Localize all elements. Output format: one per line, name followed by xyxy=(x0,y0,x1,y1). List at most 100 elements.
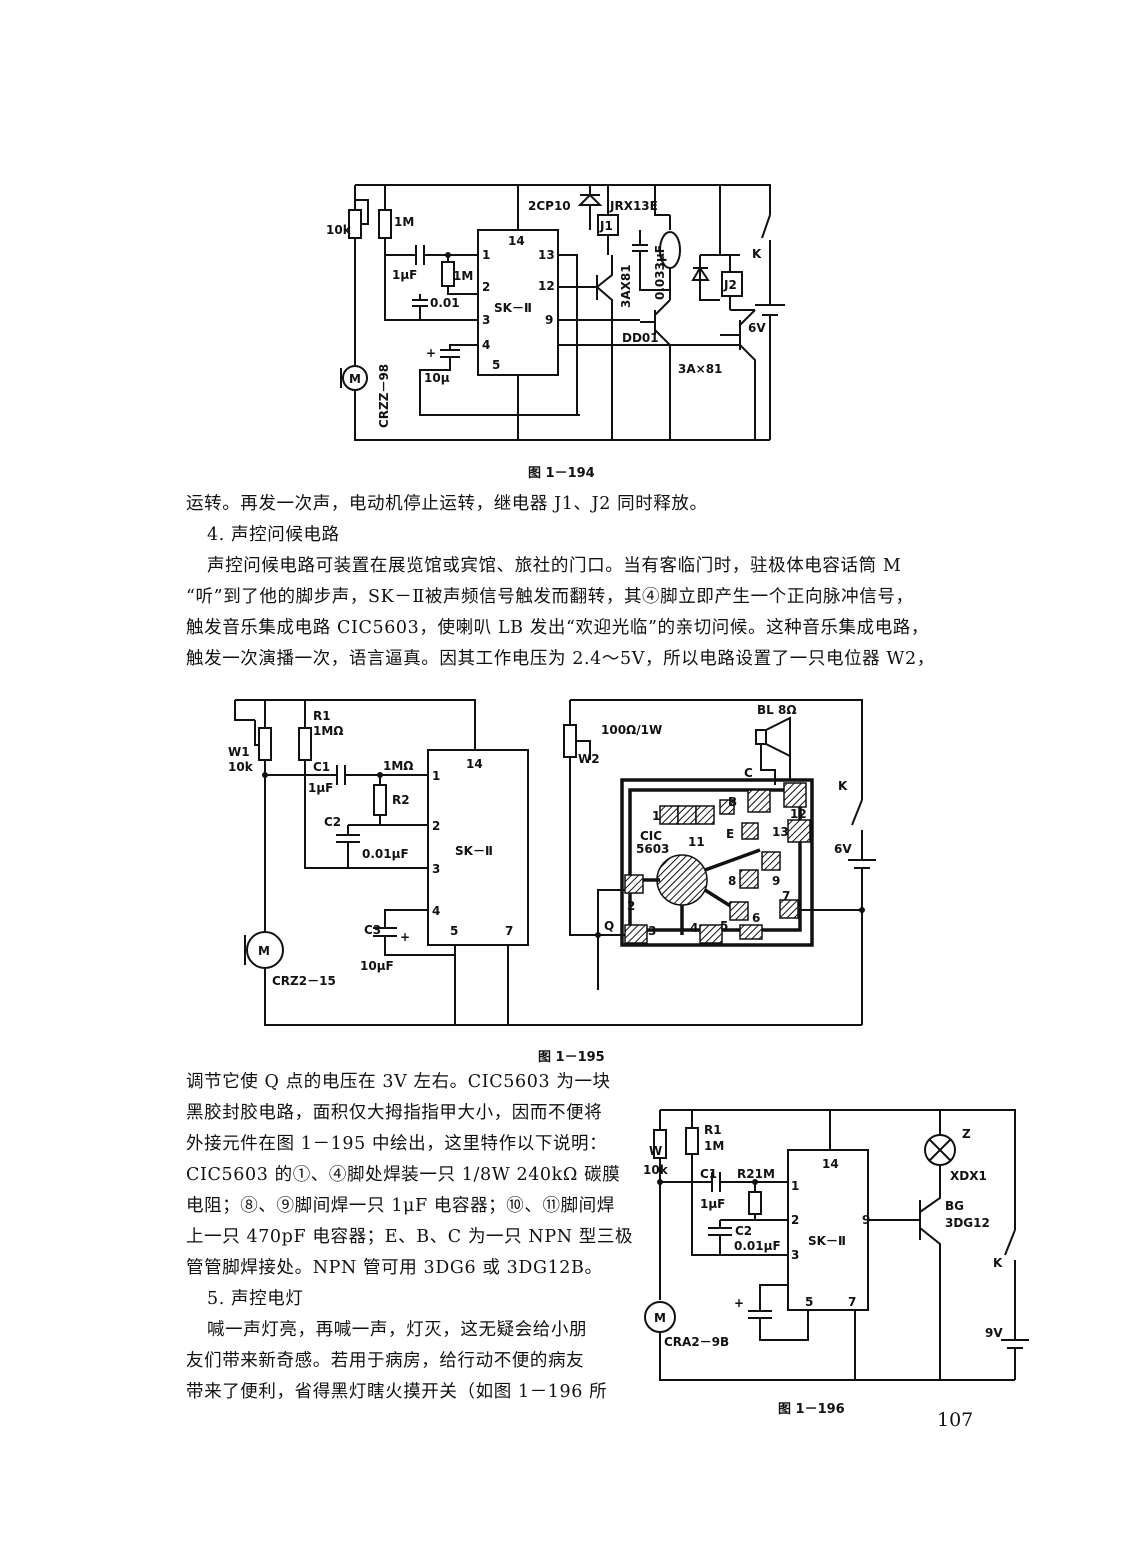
label-pin14: 14 xyxy=(822,1157,839,1171)
paragraph-line: 喊一声灯亮，再喊一声，灯灭，这无疑会给小朋 xyxy=(207,1320,588,1340)
label-5603: 5603 xyxy=(636,842,669,856)
label-pin2: 2 xyxy=(432,819,440,833)
label-k: K xyxy=(838,779,848,793)
label-r1: R1 xyxy=(704,1123,722,1137)
label-ic: SK－Ⅱ xyxy=(494,301,532,315)
figure-1-196-caption: 图 1－196 xyxy=(778,1402,845,1417)
pot-w2 xyxy=(563,724,577,758)
label-pin5: 5 xyxy=(450,924,458,938)
label-10u: 10μ xyxy=(424,371,450,385)
label-r2: R21M xyxy=(737,1167,775,1181)
label-pin7: 7 xyxy=(505,924,513,938)
label-pad7: 7 xyxy=(782,889,790,903)
paragraph-line: 触发音乐集成电路 CIC5603，使喇叭 LB 发出“欢迎光临”的亲切问候。这种… xyxy=(186,618,929,638)
paragraph-line: 管管脚焊接处。NPN 管可用 3DG6 或 3DG12B。 xyxy=(186,1258,603,1278)
label-c2-value: 0.01μF xyxy=(362,847,409,861)
label-pad2: 2 xyxy=(627,899,635,913)
paragraph-line: 调节它使 Q 点的电压在 3V 左右。CIC5603 为一块 xyxy=(186,1072,611,1092)
label-pad4: 4 xyxy=(690,921,698,935)
label-plus: + xyxy=(426,346,436,360)
label-6v: 6V xyxy=(834,842,852,856)
paragraph-line: 外接元件在图 1－195 中绘出，这里特作以下说明： xyxy=(186,1134,608,1154)
label-pad12: 12 xyxy=(790,807,807,821)
label-pin5: 5 xyxy=(805,1295,813,1309)
label-mic: CRZ2－15 xyxy=(272,974,336,988)
label-c2-value: 0.01μF xyxy=(734,1239,781,1253)
label-1uf: 1μF xyxy=(392,268,417,282)
label-pin14: 14 xyxy=(508,234,525,248)
label-w1: W1 xyxy=(228,745,250,759)
label-e: E xyxy=(726,827,734,841)
figure-1-194-circuit: 10k 1M 1μF 1M 0.01 10μ + M CRZZ－98 2CP10… xyxy=(326,184,785,441)
label-pad13: 13 xyxy=(772,825,789,839)
label-pin2: 2 xyxy=(791,1213,799,1227)
label-pin3: 3 xyxy=(432,862,440,876)
paragraph-line: 声控问候电路可装置在展览馆或宾馆、旅社的门口。当有客临门时，驻极体电容话筒 M xyxy=(207,556,902,576)
label-pin3: 3 xyxy=(791,1248,799,1262)
label-b: B xyxy=(728,795,737,809)
label-mic: CRZZ－98 xyxy=(377,364,391,428)
chip-blob xyxy=(656,854,708,906)
label-pin2: 2 xyxy=(482,280,490,294)
label-pin1: 1 xyxy=(482,248,490,262)
label-9v: 9V xyxy=(985,1326,1003,1340)
label-w-value: 10k xyxy=(643,1163,669,1177)
label-pad11: 11 xyxy=(688,835,705,849)
label-pad5: 5 xyxy=(720,919,728,933)
label-q: Q xyxy=(604,919,614,933)
label-r1-value: 1M xyxy=(704,1139,724,1153)
pot-w1 xyxy=(258,727,272,761)
label-c1-value: 1μF xyxy=(308,781,333,795)
paragraph-line: 电阻；⑧、⑨脚间焊一只 1μF 电容器；⑩、⑪脚间焊 xyxy=(186,1196,615,1216)
label-cic: CIC xyxy=(640,829,662,843)
label-r2: R2 xyxy=(392,793,410,807)
label-1m: 1M xyxy=(453,269,473,283)
label-1m-top: 1M xyxy=(394,215,414,229)
label-c1: C1 xyxy=(700,1167,717,1181)
label-3ax81: 3AX81 xyxy=(619,264,633,308)
label-bg: BG xyxy=(945,1199,964,1213)
cic5603-board xyxy=(620,778,814,947)
label-c: C xyxy=(744,766,753,780)
label-pin4: 4 xyxy=(432,904,440,918)
label-c2: C2 xyxy=(735,1224,752,1238)
resistor-r1 xyxy=(298,727,312,761)
pot-10k xyxy=(348,209,362,239)
label-w1-value: 10k xyxy=(228,760,254,774)
label-j2: J2 xyxy=(723,278,737,292)
page-number: 107 xyxy=(937,1409,974,1431)
label-001: 0.01 xyxy=(430,296,460,310)
label-c3: C3 xyxy=(364,923,381,937)
figure-1-194-caption: 图 1－194 xyxy=(528,466,595,481)
label-ic: SK－Ⅱ xyxy=(808,1234,846,1248)
label-xdx1: XDX1 xyxy=(950,1169,987,1183)
label-pad3: 3 xyxy=(648,924,656,938)
resistor-r1 xyxy=(685,1127,699,1155)
label-pad1: 1 xyxy=(652,809,660,823)
label-bl: BL 8Ω xyxy=(757,703,797,717)
ic-sk-ii xyxy=(787,1149,869,1311)
label-pin9: 9 xyxy=(545,313,553,327)
section-heading-5: 5. 声控电灯 xyxy=(207,1289,304,1309)
label-mic-m: M xyxy=(349,372,361,386)
resistor-r2 xyxy=(373,784,387,816)
label-mic-m: M xyxy=(258,944,270,958)
label-pin5: 5 xyxy=(492,358,500,372)
label-r1-value: 1MΩ xyxy=(313,724,344,738)
paragraph-line: “听”到了他的脚步声，SK－Ⅱ被声频信号触发而翻转，其④脚立即产生一个正向脉冲信… xyxy=(186,587,914,607)
label-3dg12: 3DG12 xyxy=(945,1216,990,1230)
paragraph-line: 黑胶封胶电路，面积仅大拇指指甲大小，因而不便将 xyxy=(186,1103,603,1123)
label-pin14: 14 xyxy=(466,757,483,771)
label-j1: J1 xyxy=(599,219,613,233)
label-w2: W2 xyxy=(578,752,600,766)
label-pin12: 12 xyxy=(538,279,555,293)
label-c2: C2 xyxy=(324,815,341,829)
label-jrx13e: JRX13E xyxy=(609,199,658,213)
speaker xyxy=(755,729,767,745)
label-pin7: 7 xyxy=(848,1295,856,1309)
paragraph-line: 触发一次演播一次，语言逼真。因其工作电压为 2.4～5V，所以电路设置了一只电位… xyxy=(186,649,935,669)
label-r2-top: 1MΩ xyxy=(383,759,414,773)
label-pin3: 3 xyxy=(482,313,490,327)
paragraph-line: 友们带来新奇感。若用于病房，给行动不便的病友 xyxy=(186,1351,585,1371)
paragraph-line: 运转。再发一次声，电动机停止运转，继电器 J1、J2 同时释放。 xyxy=(186,494,708,514)
